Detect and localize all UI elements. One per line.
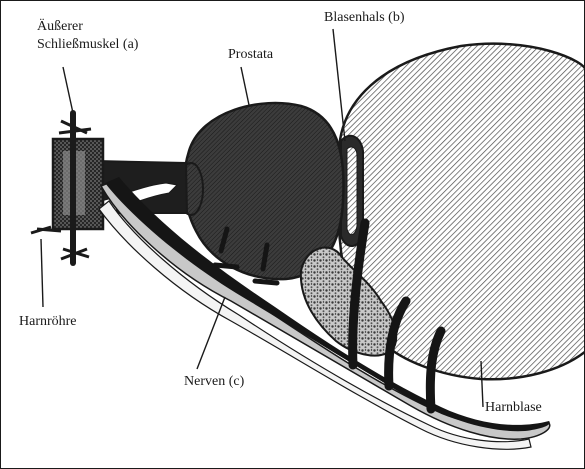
external-sphincter [31,113,103,263]
label-bladder-neck: Blasenhals (b) [324,9,404,27]
label-external-sphincter-line2: Schließmuskel (a) [37,36,138,54]
label-prostate: Prostata [228,46,273,64]
label-urethra: Harnröhre [19,313,77,331]
label-nerves: Nerven (c) [184,373,244,391]
label-bladder: Harnblase [485,399,542,417]
label-external-sphincter: Äußerer Schließmuskel (a) [37,18,138,54]
label-external-sphincter-line1: Äußerer [37,18,138,36]
